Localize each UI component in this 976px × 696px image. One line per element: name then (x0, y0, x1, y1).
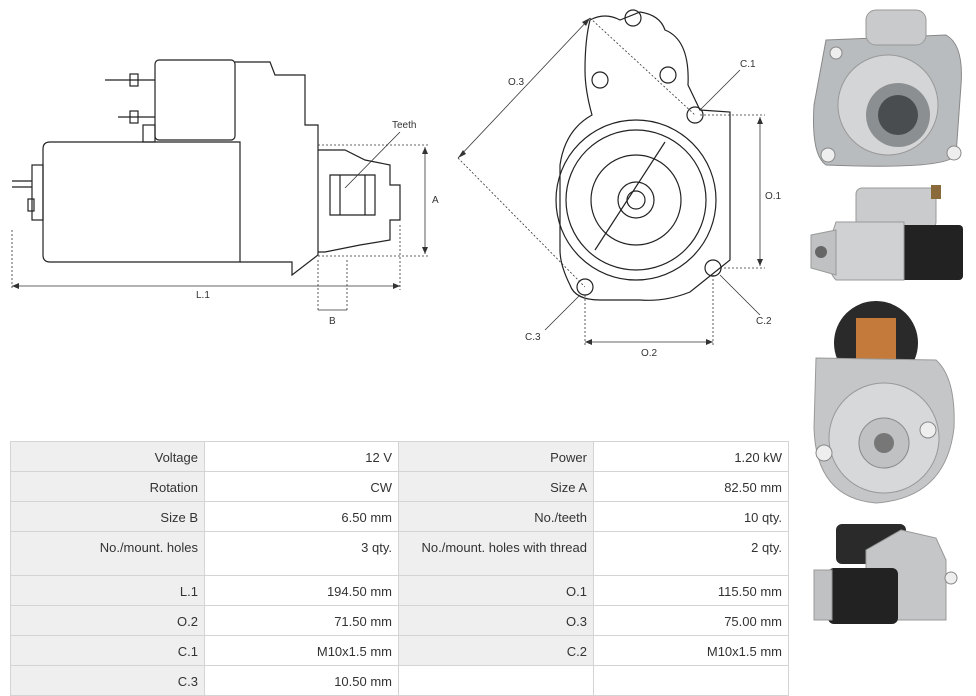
table-row: L.1 194.50 mm O.1 115.50 mm (10, 575, 789, 606)
spec-label: C.2 (398, 635, 594, 666)
spec-value: 10 qty. (593, 501, 789, 532)
spec-label: Size B (10, 501, 205, 532)
spec-empty-cell (398, 665, 594, 696)
spec-value: 12 V (204, 441, 399, 472)
technical-drawing: Teeth A B L.1 O.1 O.2 O.3 C.1 C.2 C.3 (11, 9, 782, 359)
spec-value: 75.00 mm (593, 605, 789, 636)
label-c3: C.3 (525, 332, 541, 343)
spec-label: C.3 (10, 665, 205, 696)
spec-label: O.3 (398, 605, 594, 636)
spec-label: L.1 (10, 575, 205, 606)
spec-value: 3 qty. (204, 531, 399, 576)
spec-value: 115.50 mm (593, 575, 789, 606)
spec-label: C.1 (10, 635, 205, 666)
spec-label: Rotation (10, 471, 205, 502)
label-o3: O.3 (508, 77, 525, 88)
product-photo-top (806, 520, 970, 632)
product-photo-rear (806, 298, 970, 510)
spec-label: No./mount. holes (10, 531, 205, 576)
label-a: A (432, 195, 439, 206)
table-row: Rotation CW Size A 82.50 mm (10, 471, 789, 502)
label-o2: O.2 (641, 348, 658, 359)
table-row: Voltage 12 V Power 1.20 kW (10, 441, 789, 472)
spec-value: 6.50 mm (204, 501, 399, 532)
spec-value: CW (204, 471, 399, 502)
spec-value: M10x1.5 mm (204, 635, 399, 666)
spec-label: No./mount. holes with thread (398, 531, 594, 576)
motor-body-outline (12, 141, 241, 263)
spec-value: 194.50 mm (204, 575, 399, 606)
specification-table: Voltage 12 V Power 1.20 kW Rotation CW S… (10, 441, 789, 696)
label-l1: L.1 (196, 290, 210, 301)
product-photo-side (806, 180, 970, 290)
table-row: Size B 6.50 mm No./teeth 10 qty. (10, 501, 789, 532)
spec-label: O.1 (398, 575, 594, 606)
spec-label: Size A (398, 471, 594, 502)
spec-value: 1.20 kW (593, 441, 789, 472)
spec-label: No./teeth (398, 501, 594, 532)
spec-label: Voltage (10, 441, 205, 472)
spec-label: Power (398, 441, 594, 472)
spec-value: M10x1.5 mm (593, 635, 789, 666)
spec-value: 2 qty. (593, 531, 789, 576)
spec-empty-cell (593, 665, 789, 696)
spec-value: 10.50 mm (204, 665, 399, 696)
label-teeth: Teeth (392, 120, 416, 131)
table-row: O.2 71.50 mm O.3 75.00 mm (10, 605, 789, 636)
spec-value: 82.50 mm (593, 471, 789, 502)
drive-nose-outline (318, 149, 401, 253)
label-c1: C.1 (740, 59, 756, 70)
table-row: C.3 10.50 mm (10, 665, 789, 696)
spec-label: O.2 (10, 605, 205, 636)
table-row: C.1 M10x1.5 mm C.2 M10x1.5 mm (10, 635, 789, 666)
label-b: B (329, 316, 336, 327)
spec-value: 71.50 mm (204, 605, 399, 636)
solenoid-outline (105, 59, 319, 277)
label-o1: O.1 (765, 191, 782, 202)
product-photo-front (806, 5, 970, 175)
flange-outline (555, 9, 731, 301)
table-row: No./mount. holes 3 qty. No./mount. holes… (10, 531, 789, 576)
label-c2: C.2 (756, 316, 772, 327)
